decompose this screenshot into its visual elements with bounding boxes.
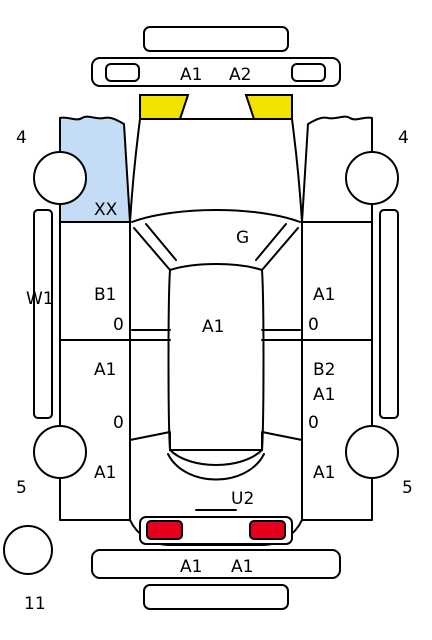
label-rear-left-quarter: A1 [94, 463, 116, 483]
label-front-right-door-value: 0 [308, 315, 319, 335]
label-front-left-fender: XX [94, 200, 118, 220]
front-right-headlight-highlight[interactable] [244, 94, 293, 120]
rear-left-wheel[interactable] [33, 425, 87, 479]
front-bumper[interactable] [91, 57, 341, 87]
front-right-light [291, 63, 326, 82]
label-rear-right-quarter: A1 [313, 463, 335, 483]
front-left-light [105, 63, 140, 82]
label-rear-right-door-top: B2 [313, 360, 335, 380]
label-trunk: U2 [231, 489, 254, 509]
front-right-fender[interactable] [301, 115, 373, 223]
label-front-bumper-left: A1 [180, 65, 202, 85]
label-front-right-corner: 4 [398, 128, 409, 148]
roof-panel[interactable] [167, 269, 265, 451]
label-roof: A1 [202, 317, 224, 337]
front-left-headlight-highlight[interactable] [139, 94, 190, 120]
rear-bumper-bottom[interactable] [143, 584, 289, 610]
label-rear-bumper-left: A1 [180, 557, 202, 577]
rear-bumper[interactable] [91, 549, 341, 579]
label-rear-left-corner: 5 [16, 478, 27, 498]
windshield[interactable] [133, 227, 299, 271]
left-side-strip[interactable] [33, 209, 53, 419]
label-rear-left-door: A1 [94, 360, 116, 380]
label-rear-right-corner: 5 [402, 478, 413, 498]
rear-right-wheel[interactable] [345, 425, 399, 479]
label-hood: G [236, 228, 249, 248]
label-front-right-door: A1 [313, 285, 335, 305]
label-rear-right-door-value: 0 [308, 413, 319, 433]
label-rear-bumper-right: A1 [231, 557, 253, 577]
front-bumper-top[interactable] [143, 26, 289, 52]
label-front-left-door: B1 [94, 285, 116, 305]
label-front-left-door-value: 0 [113, 315, 124, 335]
label-left-side-window: W1 [26, 289, 54, 309]
rear-right-tail-light [249, 520, 286, 540]
rear-left-tail-light [146, 520, 183, 540]
front-left-wheel[interactable] [33, 151, 87, 205]
right-side-strip[interactable] [379, 209, 399, 419]
spare-wheel[interactable] [3, 525, 53, 575]
front-right-wheel[interactable] [345, 151, 399, 205]
label-rear-left-door-value: 0 [113, 413, 124, 433]
label-rear-right-door-bottom: A1 [313, 385, 335, 405]
label-spare-wheel: 11 [24, 594, 46, 614]
rear-window[interactable] [129, 431, 303, 466]
label-front-bumper-right: A2 [229, 65, 251, 85]
hood-panel[interactable] [131, 209, 301, 223]
label-front-left-corner: 4 [16, 128, 27, 148]
